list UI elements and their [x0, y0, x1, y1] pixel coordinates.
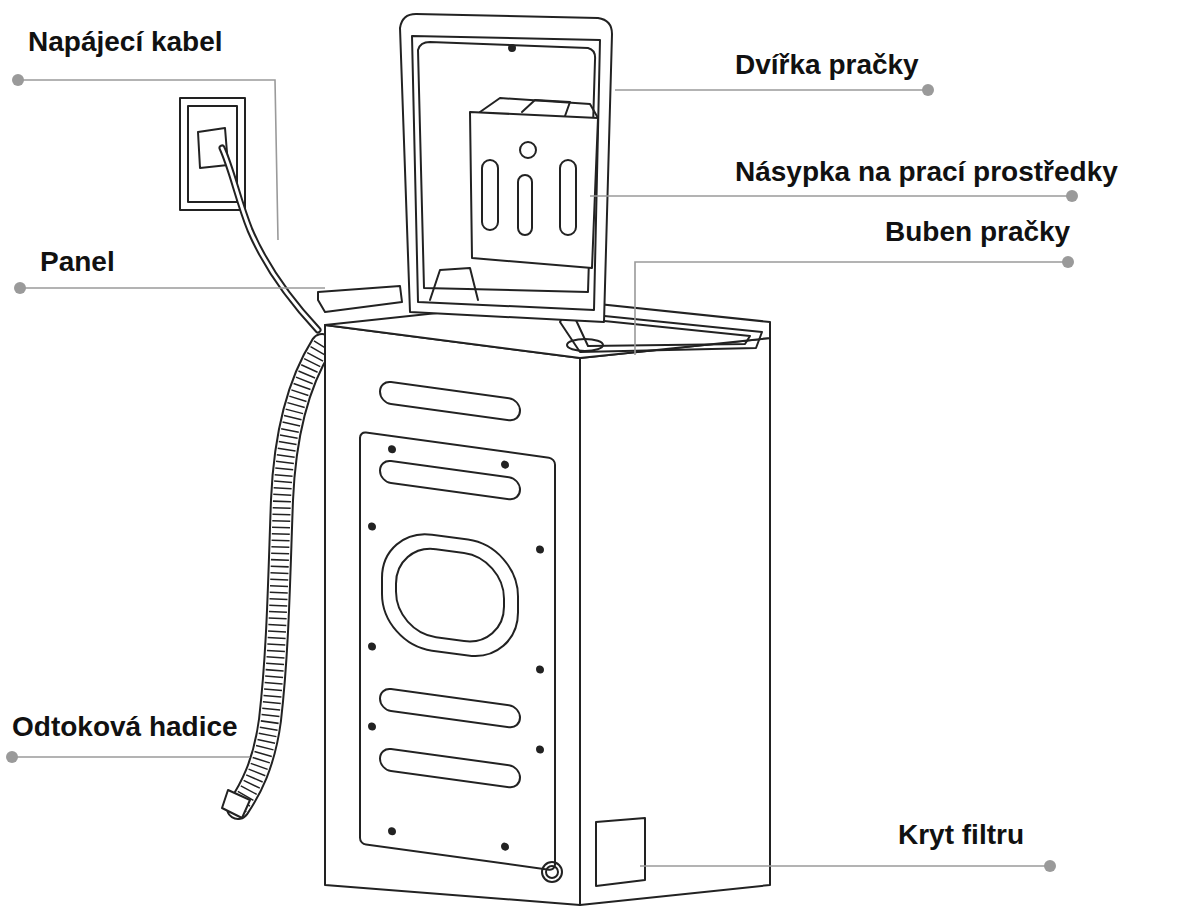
- plate-outline: [360, 432, 555, 871]
- vent-slot: [380, 748, 520, 789]
- dispenser-knob: [520, 142, 536, 158]
- drain-port: [542, 862, 562, 882]
- part-label: Napájecí kabel: [28, 28, 223, 56]
- part-label: Odtoková hadice: [12, 713, 238, 741]
- drum-hub: [567, 339, 603, 351]
- drain-hose-ribs: [238, 345, 322, 808]
- vent-slot: [380, 460, 520, 501]
- leader-line: [640, 865, 1050, 867]
- leader-line: [590, 195, 1072, 197]
- part-label: Násypka na prací prostředky: [735, 158, 1118, 186]
- power-cable: [222, 148, 318, 330]
- leader-dot: [1066, 190, 1078, 202]
- screw: [536, 745, 544, 754]
- oval-opening: [382, 528, 518, 663]
- screw: [501, 842, 509, 851]
- screw: [368, 722, 376, 731]
- dispenser-slot: [518, 175, 532, 235]
- detergent-dispenser: [470, 112, 598, 268]
- dispenser-slot: [482, 160, 498, 230]
- drain-hose: [238, 345, 322, 808]
- screw: [388, 827, 396, 836]
- leader-dot: [14, 282, 26, 294]
- drain-port-inner: [546, 866, 558, 878]
- lid-mark: [509, 45, 515, 51]
- leader-line: [18, 80, 278, 240]
- outlet-plate: [188, 106, 237, 202]
- screw: [368, 642, 376, 651]
- power-cable-core: [222, 148, 318, 330]
- leader-line: [20, 287, 325, 289]
- vent-slot: [380, 688, 520, 729]
- lid-frame: [412, 36, 600, 310]
- leader-dots: [6, 74, 1078, 872]
- machine-left-face: [325, 325, 580, 905]
- leader-dot: [922, 84, 934, 96]
- filter-cover: [596, 818, 645, 886]
- lid-hinge: [430, 268, 478, 300]
- leader-lines: [12, 80, 1072, 866]
- lid-outer: [400, 14, 612, 322]
- screw: [501, 460, 509, 469]
- dispenser-top: [480, 98, 598, 118]
- drain-hose-fill: [238, 345, 322, 808]
- leader-dot: [1044, 860, 1056, 872]
- screw: [388, 445, 396, 454]
- part-label: Panel: [40, 248, 115, 276]
- leader-dot: [12, 74, 24, 86]
- screw: [368, 522, 376, 531]
- leader-dot: [6, 751, 18, 763]
- part-label: Buben pračky: [885, 218, 1070, 246]
- oval-inner: [396, 544, 504, 647]
- part-label: Kryt filtru: [898, 821, 1024, 849]
- dispenser-slot: [560, 160, 576, 235]
- leader-dot: [1062, 256, 1074, 268]
- leader-line: [12, 756, 250, 758]
- vent-slot: [380, 381, 520, 422]
- machine-right-face: [580, 338, 770, 905]
- hose-end: [222, 790, 250, 818]
- screw: [536, 665, 544, 674]
- part-label: Dvířka pračky: [735, 51, 919, 79]
- back-plate: [360, 378, 555, 871]
- dispenser-tab: [522, 100, 570, 116]
- leader-line: [615, 89, 928, 91]
- screw: [536, 545, 544, 554]
- leader-line: [635, 262, 1068, 355]
- control-panel: [318, 286, 402, 312]
